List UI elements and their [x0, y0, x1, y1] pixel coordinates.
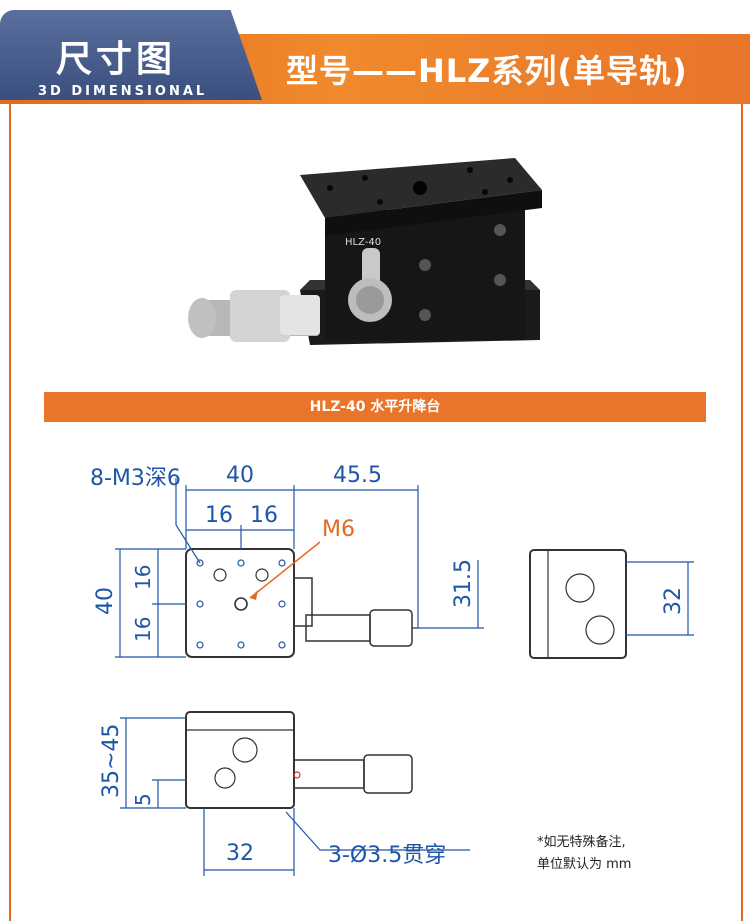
- dim-travel: 35~45: [99, 724, 124, 798]
- badge-subtitle: 3D DIMENSIONAL: [38, 84, 208, 99]
- technical-drawing: 8-M3深6 40 45.5 16 16 M6 40 16 16 31.5 32…: [90, 463, 694, 876]
- badge-title: 尺寸图: [56, 39, 177, 80]
- product-strip: HLZ-40 水平升降台: [44, 392, 706, 422]
- product-label: HLZ-40: [345, 237, 381, 248]
- page-title: 型号——HLZ系列(单导轨): [286, 52, 688, 90]
- dim-right-offset: 31.5: [451, 559, 476, 608]
- dim-micrometer-extent: 45.5: [333, 463, 382, 488]
- dim-center-thread: M6: [322, 517, 355, 542]
- dim-left-lower: 16: [131, 617, 155, 642]
- unit-note-line1: *如无特殊备注,: [537, 835, 626, 850]
- dim-side-height: 32: [661, 587, 686, 615]
- dim-half-left: 16: [205, 503, 233, 528]
- dim-half-right: 16: [250, 503, 278, 528]
- dim-height-40: 40: [93, 587, 118, 615]
- dim-left-upper: 16: [131, 565, 155, 590]
- unit-note-line2: 单位默认为 mm: [537, 857, 632, 872]
- unit-note: *如无特殊备注, 单位默认为 mm: [537, 832, 631, 876]
- dim-width-40: 40: [226, 463, 254, 488]
- dim-through-holes: 3-Ø3.5贯穿: [328, 843, 446, 868]
- dim-front-width: 32: [226, 841, 254, 866]
- product-photo: HLZ-40: [188, 158, 542, 345]
- content-frame: [9, 104, 743, 921]
- dim-holes-callout: 8-M3深6: [90, 466, 181, 491]
- dim-base: 5: [131, 793, 155, 806]
- header-badge: 尺寸图 3D DIMENSIONAL: [0, 10, 262, 100]
